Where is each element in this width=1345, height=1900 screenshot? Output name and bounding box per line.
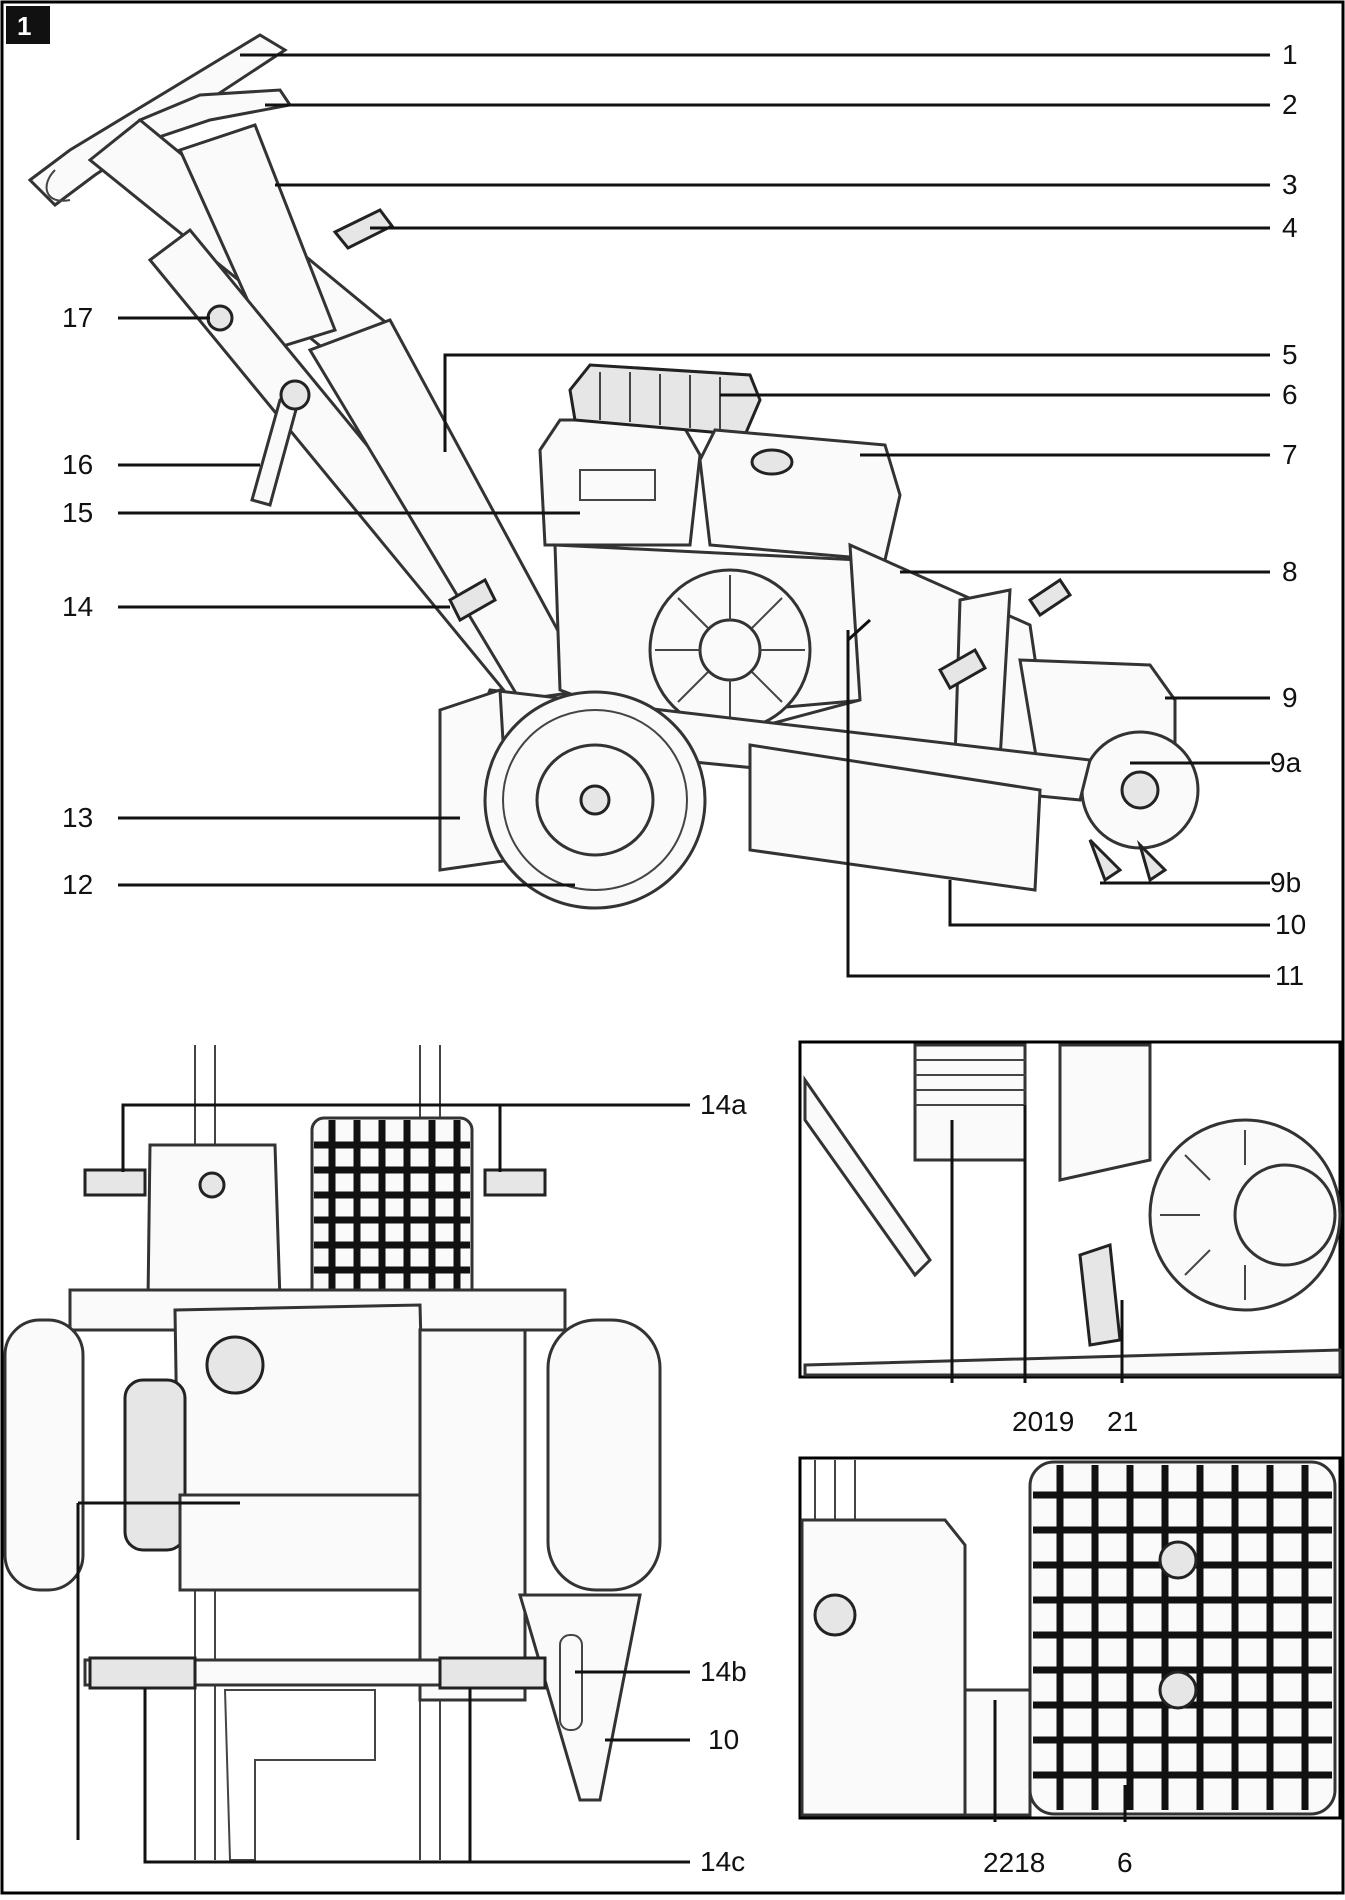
leader-lines-main xyxy=(118,53,1270,978)
height-lever xyxy=(250,392,303,507)
shield-top xyxy=(517,1593,642,1802)
callout-10-top: 10 xyxy=(708,1724,739,1755)
callout-21: 21 xyxy=(1107,1406,1138,1437)
callout-labels-top-view: 14a 14b 10 14c xyxy=(700,1089,747,1877)
callout-11: 11 xyxy=(1275,960,1304,991)
fuel-tank-top xyxy=(173,1303,427,1502)
callout-12: 12 xyxy=(62,869,93,900)
guard-top xyxy=(418,1328,527,1702)
callout-17: 17 xyxy=(62,302,93,333)
cutter-teeth xyxy=(1088,838,1168,883)
grip-14c-left xyxy=(88,1656,197,1690)
recoil-side xyxy=(123,1378,187,1552)
grip-14a-left xyxy=(83,1168,147,1197)
callout-13: 13 xyxy=(62,802,93,833)
debris-shield xyxy=(748,743,1042,892)
fuel-tank xyxy=(698,428,902,562)
muffler-guard xyxy=(568,363,762,437)
chassis-grip xyxy=(1027,577,1073,618)
tire-left xyxy=(3,1318,85,1592)
callout-15: 15 xyxy=(62,497,93,528)
top-view-illustration xyxy=(3,1045,662,1861)
detail-b-filter xyxy=(800,1518,967,1817)
callout-4: 4 xyxy=(1282,212,1298,243)
grip-knob xyxy=(332,208,395,250)
callout-3: 3 xyxy=(1282,169,1298,200)
leader-lines-top-view xyxy=(76,1103,690,1864)
callout-14c: 14c xyxy=(700,1846,745,1877)
callout-6: 6 xyxy=(1282,379,1298,410)
slot-14b xyxy=(559,1634,583,1731)
callout-9: 9 xyxy=(1282,682,1298,713)
callout-10: 10 xyxy=(1275,909,1306,940)
detail-a-bar xyxy=(803,1075,932,1278)
callout-9b: 9b xyxy=(1270,867,1301,898)
tire-right xyxy=(546,1318,662,1592)
callout-9a: 9a xyxy=(1270,747,1302,778)
chassis-grip-2 xyxy=(937,647,988,691)
detail-inset-b xyxy=(798,1456,1342,1822)
detail-a-handle xyxy=(1078,1242,1122,1347)
callout-1: 1 xyxy=(1282,39,1298,70)
detail-a-cylinder xyxy=(913,1043,1027,1162)
engine-base xyxy=(178,1493,422,1592)
callout-6-detail: 6 xyxy=(1117,1847,1133,1878)
callout-14: 14 xyxy=(62,591,93,622)
handle-cover xyxy=(177,123,337,352)
figure-badge xyxy=(6,6,50,44)
air-filter-top xyxy=(146,1143,282,1302)
air-filter-housing xyxy=(538,418,702,547)
callout-5: 5 xyxy=(1282,339,1298,370)
fuel-cap-top xyxy=(205,1335,265,1395)
callout-labels-main: 1 2 3 4 5 6 7 8 9 9a 9b 10 11 13 12 14 1… xyxy=(62,39,1306,991)
detail-inset-a xyxy=(798,1040,1342,1383)
stump-grinder-illustration xyxy=(27,33,1200,910)
callout-2218: 2218 xyxy=(983,1847,1045,1878)
callout-16: 16 xyxy=(62,449,93,480)
callout-2019: 2019 xyxy=(1012,1406,1074,1437)
side-grip xyxy=(448,577,497,623)
callout-2: 2 xyxy=(1282,89,1298,120)
callout-7: 7 xyxy=(1282,439,1298,470)
adjust-knob xyxy=(206,304,234,332)
fuel-cap xyxy=(750,448,794,476)
callout-8: 8 xyxy=(1282,556,1298,587)
callout-14a: 14a xyxy=(700,1089,747,1120)
grip-14a-right xyxy=(483,1168,547,1197)
grip-14c-right xyxy=(438,1656,547,1690)
callout-14b: 14b xyxy=(700,1656,747,1687)
figure-number: 1 xyxy=(17,11,31,41)
